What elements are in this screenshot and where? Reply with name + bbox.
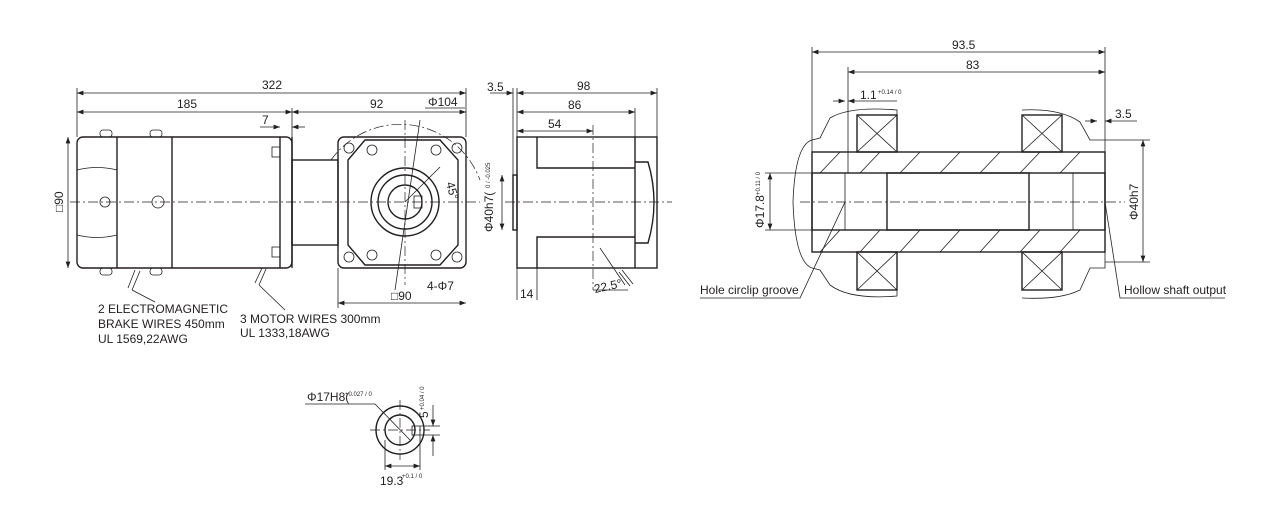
dim-bore-diameter: Φ17.8 bbox=[753, 195, 767, 228]
motor-wires bbox=[254, 267, 267, 286]
motor-wire-note: UL 1333,18AWG bbox=[240, 326, 330, 340]
dim-total-length: 98 bbox=[577, 79, 591, 93]
dim-angle: 45° bbox=[443, 180, 461, 201]
dim-key-width: 5 bbox=[417, 411, 431, 418]
dim-square: □90 bbox=[391, 289, 412, 303]
dim-shaft-inner: 83 bbox=[966, 58, 980, 72]
dim-key-depth-tolerance: +0.1 / 0 bbox=[402, 474, 423, 480]
dim-center: 54 bbox=[548, 117, 562, 131]
dim-overall-length: 322 bbox=[262, 78, 282, 92]
motor-wire-note: 3 MOTOR WIRES 300mm bbox=[240, 312, 380, 326]
dim-pilot-diameter: Φ40h7( bbox=[482, 192, 496, 232]
gearhead-face bbox=[291, 119, 481, 291]
dim-wire-angle: 22.5° bbox=[593, 276, 624, 296]
dim-pcd: Φ104 bbox=[428, 95, 458, 109]
hollow-shaft-section: 93.5 83 1.1 +0.14 / 0 3.5 Φ17.8 +0.11 / … bbox=[700, 38, 1227, 299]
dim-shaft-total: 93.5 bbox=[952, 38, 976, 52]
dim-body-length: 86 bbox=[568, 98, 582, 112]
side-view: 3.5 98 86 54 Φ40h7( 0 / -0.025 14 22.5° bbox=[482, 79, 672, 301]
front-view: 322 185 92 7 □90 Φ104 45° 4-Φ7 □90 2 ELE… bbox=[52, 78, 481, 346]
label-hollow-shaft-output: Hollow shaft output bbox=[1124, 283, 1227, 297]
bearing-icon bbox=[856, 114, 1063, 291]
dim-shaft-end: 3.5 bbox=[1115, 107, 1132, 121]
brake-wire-note: BRAKE WIRES 450mm bbox=[98, 317, 225, 331]
dim-gearhead-length: 92 bbox=[370, 97, 384, 111]
dim-mount-holes: 4-Φ7 bbox=[427, 279, 454, 293]
brake-wire-note: UL 1569,22AWG bbox=[98, 332, 188, 346]
dim-pilot-tolerance: 0 / -0.025 bbox=[486, 162, 492, 188]
dim-key-depth: 19.3 bbox=[380, 474, 404, 488]
motor-body bbox=[76, 129, 293, 311]
label-circlip-groove: Hole circlip groove bbox=[700, 283, 799, 297]
brake-wires bbox=[127, 269, 141, 291]
dim-groove-tolerance: +0.14 / 0 bbox=[878, 90, 902, 96]
dim-bore-tolerance: +0.11 / 0 bbox=[756, 171, 762, 195]
dim-key-width-tolerance: +0.04 / 0 bbox=[420, 386, 426, 410]
brake-wire-note: 2 ELECTROMAGNETIC bbox=[98, 302, 228, 316]
dim-keyway-bore-tolerance: +0.027 / 0 bbox=[345, 392, 373, 398]
dim-outer-diameter: Φ40h7 bbox=[1127, 183, 1141, 220]
dim-flange: 3.5 bbox=[487, 80, 504, 94]
keyway-detail: Φ17H8( +0.027 / 0 5 +0.04 / 0 19.3 +0.1 … bbox=[305, 386, 440, 488]
dim-gap: 7 bbox=[262, 113, 269, 127]
dim-offset: 14 bbox=[520, 287, 534, 301]
dim-keyway-bore: Φ17H8( bbox=[307, 390, 349, 404]
dim-height: □90 bbox=[52, 191, 66, 212]
dim-groove: 1.1 bbox=[860, 88, 877, 102]
dim-motor-length: 185 bbox=[177, 97, 197, 111]
